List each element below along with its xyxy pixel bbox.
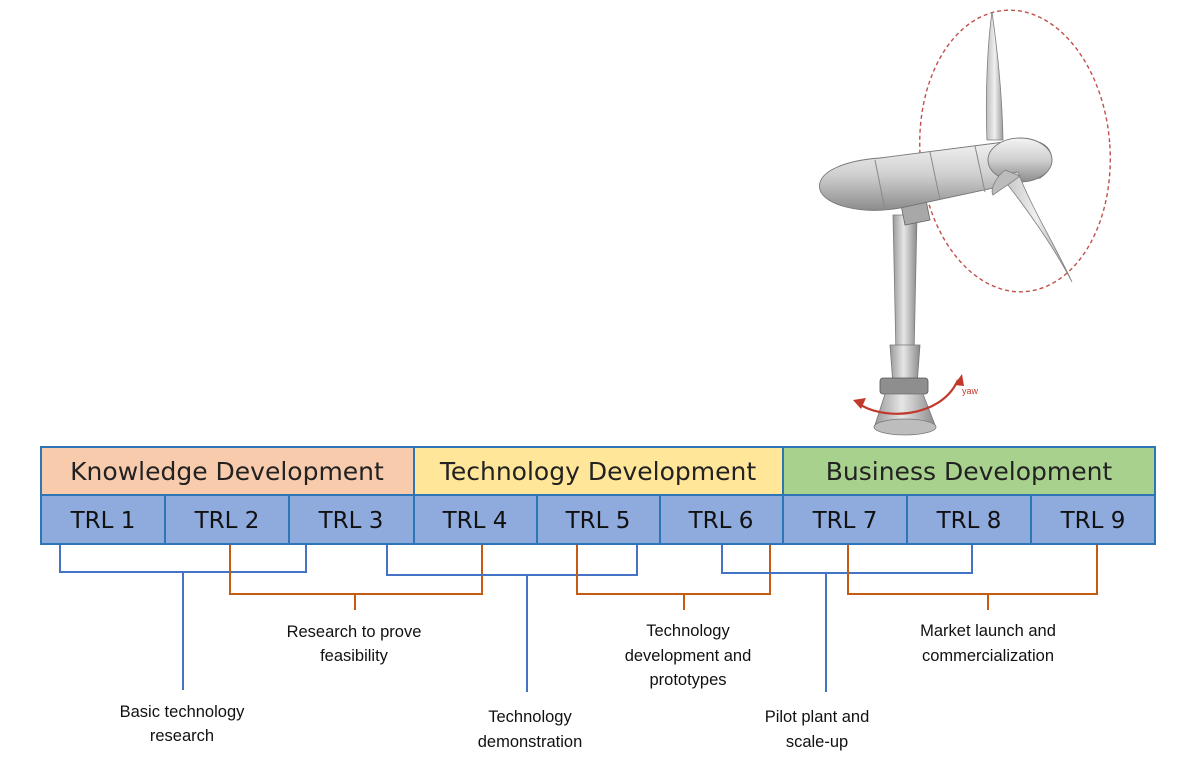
trl-label-3: TRL 3 — [318, 508, 384, 534]
nacelle-seam-1 — [874, 159, 886, 211]
trl-row: TRL 1 TRL 2 TRL 3 TRL 4 TRL 5 TRL 6 TRL … — [40, 494, 1156, 545]
tidal-turbine-illustration: yaw — [819, 9, 1111, 436]
caption-basic-line1: Basic technology — [120, 703, 245, 721]
trl-cell-8 — [906, 494, 1032, 545]
phase-label-business: Business Development — [826, 457, 1113, 486]
trl-label-5: TRL 5 — [565, 508, 631, 534]
phase-row: Knowledge Development Technology Develop… — [40, 446, 1156, 496]
trl-label-4: TRL 4 — [442, 508, 508, 534]
caption-pilot-line1: Pilot plant and — [765, 708, 870, 726]
bracket-basic-research — [59, 545, 307, 690]
yaw-arrow-head-right — [954, 374, 964, 386]
blade-lower — [999, 171, 1073, 283]
captions: Basic technology research Research to pr… — [120, 622, 1056, 751]
bracket-market — [847, 545, 1098, 610]
trl-cell-2 — [164, 494, 290, 545]
trl-cell-9 — [1030, 494, 1156, 545]
blade-root — [991, 169, 1021, 196]
yaw-label: yaw — [962, 386, 979, 396]
hub — [987, 137, 1053, 183]
yaw-arrow — [857, 379, 960, 415]
trl-label-1: TRL 1 — [70, 508, 136, 534]
caption-prototypes-line3: prototypes — [649, 671, 726, 689]
caption-prototypes-line2: development and — [625, 647, 752, 665]
trl-label-7: TRL 7 — [812, 508, 878, 534]
trl-cell-3 — [288, 494, 415, 545]
phase-technology — [413, 446, 784, 496]
caption-feasibility-line2: feasibility — [320, 647, 389, 665]
phase-label-knowledge: Knowledge Development — [70, 457, 384, 486]
caption-market-line2: commercialization — [922, 647, 1054, 665]
base-collar — [879, 377, 929, 395]
trl-label-2: TRL 2 — [194, 508, 260, 534]
trl-cell-4 — [413, 494, 538, 545]
bracket-feasibility — [229, 545, 483, 610]
brackets — [59, 545, 1098, 692]
caption-market-line1: Market launch and — [920, 622, 1056, 640]
foundation-base — [873, 418, 937, 436]
caption-basic-line2: research — [150, 727, 214, 745]
caption-pilot-line2: scale-up — [786, 733, 848, 751]
caption-demonstration-line1: Technology — [488, 708, 572, 726]
caption-prototypes-line1: Technology — [646, 622, 730, 640]
trl-label-6: TRL 6 — [688, 508, 754, 534]
trl-cell-7 — [782, 494, 908, 545]
caption-demonstration-line2: demonstration — [478, 733, 583, 751]
nacelle-seam-2 — [929, 151, 941, 201]
tower — [892, 214, 918, 356]
caption-feasibility-line1: Research to prove — [287, 623, 422, 641]
trl-cell-6 — [659, 494, 784, 545]
yaw-arrow-head-left — [853, 398, 866, 409]
trl-label-9: TRL 9 — [1060, 508, 1126, 534]
bracket-prototypes — [576, 545, 771, 610]
nacelle-seam-3 — [974, 145, 986, 193]
bracket-demonstration — [386, 545, 638, 692]
phase-business — [782, 446, 1156, 496]
blade-top — [985, 11, 1004, 141]
phase-label-technology: Technology Development — [439, 457, 756, 486]
trl-label-8: TRL 8 — [936, 508, 1002, 534]
